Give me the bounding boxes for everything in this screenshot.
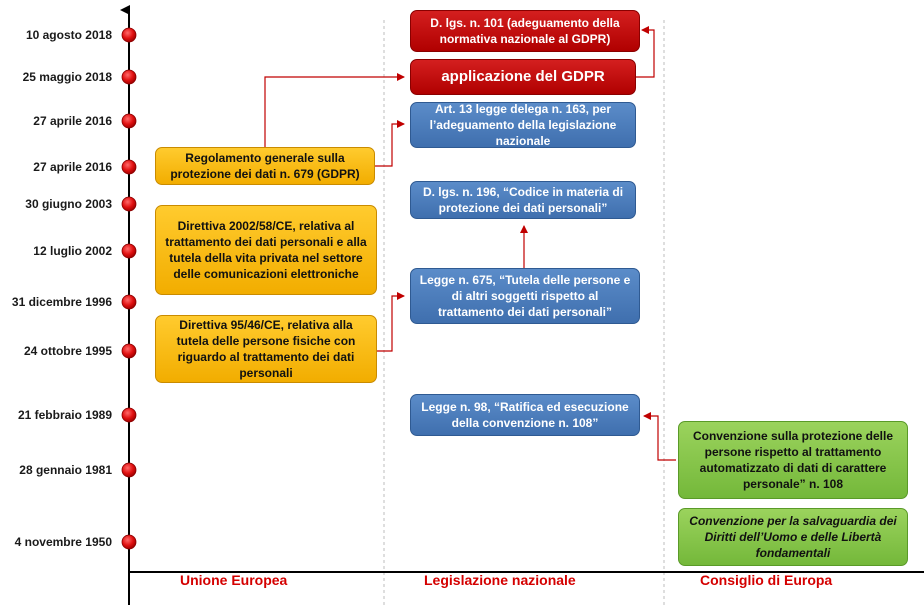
timeline-dot — [121, 243, 137, 259]
column-label-national: Legislazione nazionale — [424, 572, 576, 588]
timeline-dot — [121, 27, 137, 43]
date-label: 28 gennaio 1981 — [19, 463, 112, 477]
timeline-dot — [121, 462, 137, 478]
box-directive-2002-58: Direttiva 2002/58/CE, relativa al tratta… — [155, 205, 377, 295]
timeline-dot — [121, 407, 137, 423]
date-label: 24 ottobre 1995 — [23, 344, 112, 358]
date-label: 12 luglio 2002 — [33, 244, 112, 258]
box-convention-108: Convenzione sulla protezione delle perso… — [678, 421, 908, 499]
column-label-eu: Unione Europea — [180, 572, 288, 588]
timeline-dot — [121, 294, 137, 310]
column-label-coe: Consiglio di Europa — [700, 572, 833, 588]
timeline-dot — [121, 343, 137, 359]
date-label: 10 agosto 2018 — [25, 28, 112, 42]
timeline-dot — [121, 534, 137, 550]
date-label: 25 maggio 2018 — [22, 70, 112, 84]
box-legge-675: Legge n. 675, “Tutela delle persone e di… — [410, 268, 640, 324]
box-dlgs-101: D. lgs. n. 101 (adeguamento della normat… — [410, 10, 640, 52]
connector-conv108-to-legge98 — [643, 412, 676, 461]
box-dlgs-196: D. lgs. n. 196, “Codice in materia di pr… — [410, 181, 636, 219]
timeline-dots — [121, 27, 137, 550]
connector-gdpr-to-art13 — [375, 120, 405, 167]
timeline-dot — [121, 113, 137, 129]
timeline-dot — [121, 69, 137, 85]
box-convention-echr: Convenzione per la salvaguardia dei Diri… — [678, 508, 908, 566]
box-gdpr-application: applicazione del GDPR — [410, 59, 636, 95]
box-directive-95-46: Direttiva 95/46/CE, relativa alla tutela… — [155, 315, 377, 383]
date-label: 31 dicembre 1996 — [11, 295, 112, 309]
connector-application-to-dlgs101 — [636, 26, 655, 78]
timeline-dot — [121, 159, 137, 175]
date-label: 30 giugno 2003 — [25, 197, 112, 211]
date-label: 21 febbraio 1989 — [17, 408, 112, 422]
timeline-dot — [121, 196, 137, 212]
date-label: 4 novembre 1950 — [14, 535, 112, 549]
date-label: 27 aprile 2016 — [33, 160, 112, 174]
box-legge-98: Legge n. 98, “Ratifica ed esecuzione del… — [410, 394, 640, 436]
connector-gdpr-to-application — [264, 73, 405, 147]
connector-dir95-to-legge675 — [377, 292, 405, 352]
box-gdpr-regulation: Regolamento generale sulla protezione de… — [155, 147, 375, 185]
box-art13-legge-163: Art. 13 legge delega n. 163, per l’adegu… — [410, 102, 636, 148]
date-label: 27 aprile 2016 — [33, 114, 112, 128]
